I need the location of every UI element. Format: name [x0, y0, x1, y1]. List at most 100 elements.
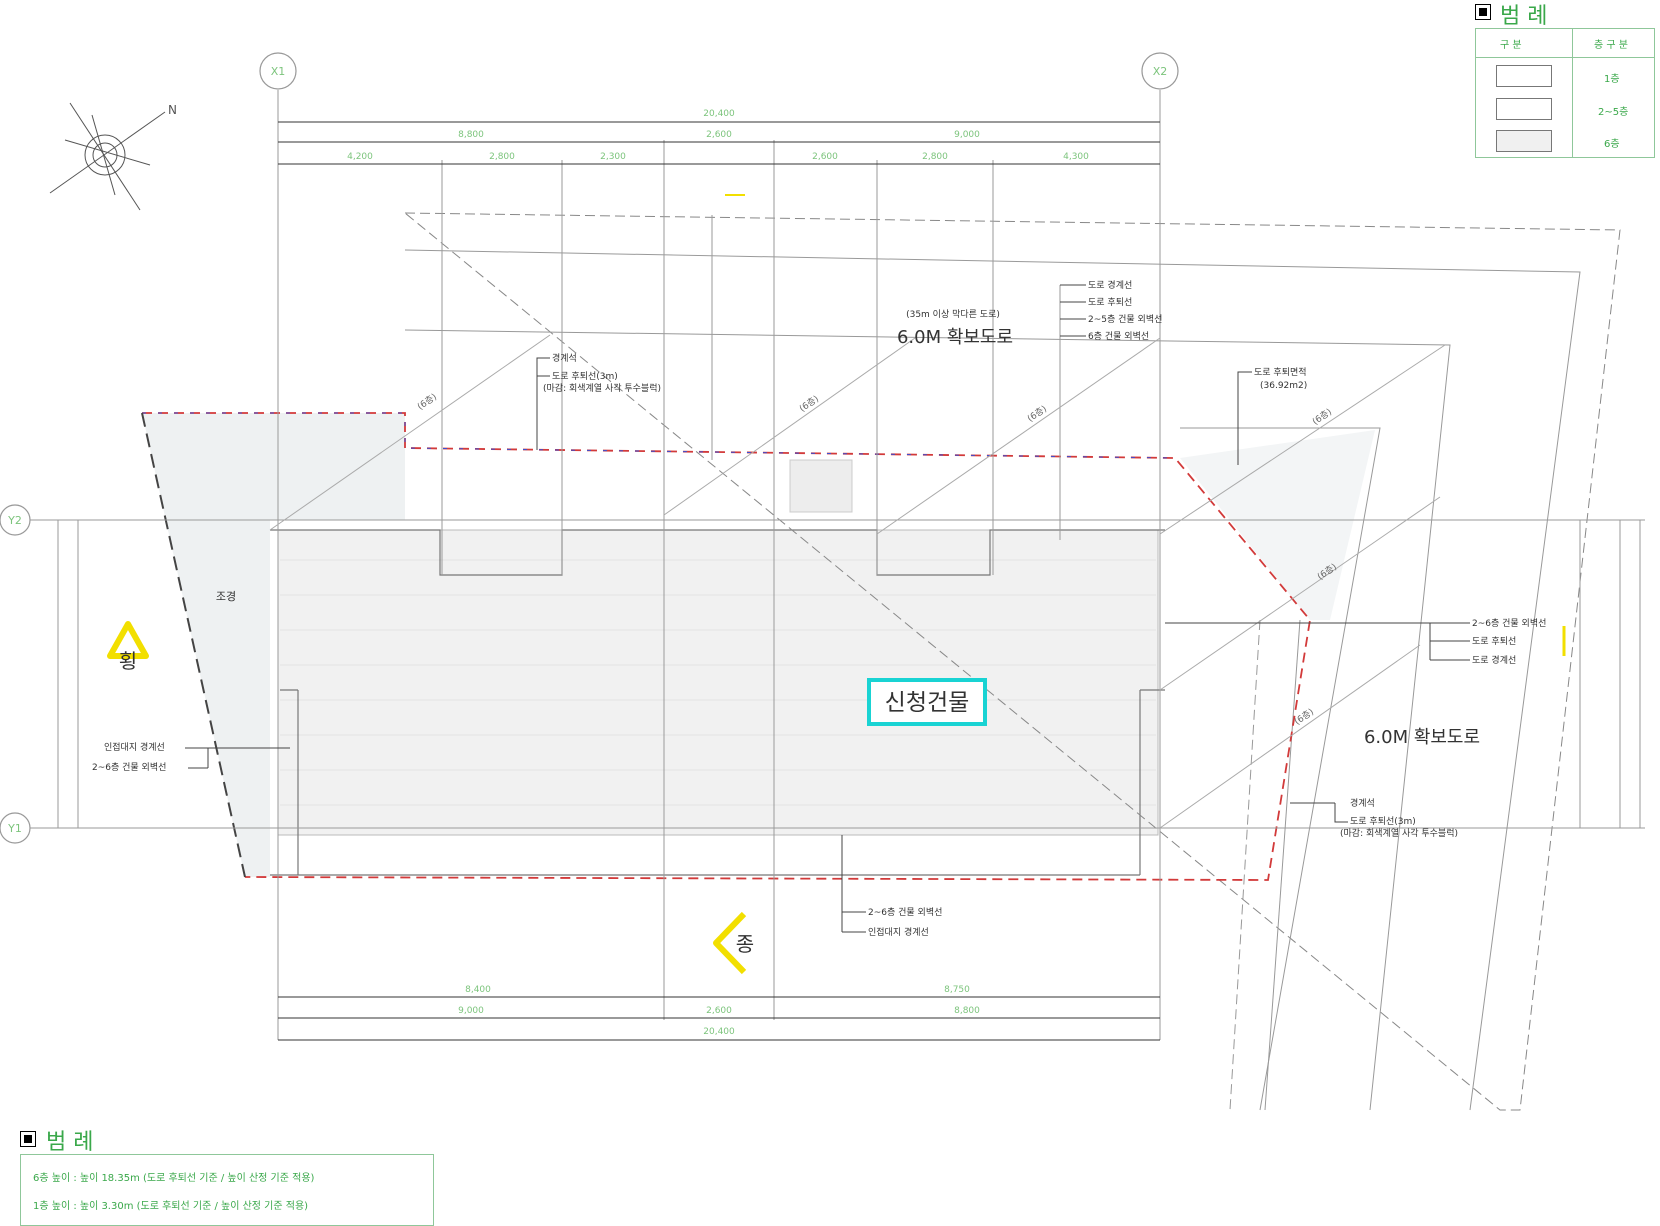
top-note-wall-2-5: 2~5층 건물 외벽선	[1088, 313, 1162, 325]
legend-bottom-line-2: 1층 높이 : 높이 3.30m (도로 후퇴선 기준 / 높이 산정 기준 적…	[33, 1201, 309, 1212]
road-upper-note: (35m 이상 막다른 도로)	[906, 309, 1000, 320]
dim-top-total: 20,400	[703, 109, 735, 119]
legend-top-col2: 층 구 분	[1594, 40, 1628, 51]
right-setback-note: 도로 후퇴선(3m)	[1350, 816, 1416, 827]
left-wall-note: 2~6층 건물 외벽선	[92, 761, 166, 773]
upper-setback-finish: (마감: 회색계열 사각 투수블럭)	[543, 382, 661, 394]
road-line-3	[1180, 427, 1381, 1111]
legend-top-row-2: 2~5층	[1598, 107, 1629, 118]
right-note-wall: 2~6층 건물 외벽선	[1472, 617, 1546, 629]
bottom-wall-note: 2~6층 건물 외벽선	[868, 906, 942, 918]
floor-tag-4: (6층)	[1310, 406, 1334, 427]
left-note-leaders	[185, 747, 290, 769]
right-boundary-note: 경계석	[1350, 797, 1375, 809]
legend-bottom-line-1: 6층 높이 : 높이 18.35m (도로 후퇴선 기준 / 높이 산정 기준 …	[33, 1173, 315, 1184]
horizontal-axis-marker: 횡	[107, 621, 149, 673]
building-outline	[270, 529, 1165, 876]
legend-bottom-table: 6층 높이 : 높이 18.35m (도로 후퇴선 기준 / 높이 산정 기준 …	[20, 1154, 434, 1226]
legend-top-row-3: 6층	[1604, 139, 1620, 150]
grid-bubble-y2	[0, 504, 31, 536]
legend-top-square-icon	[1475, 4, 1491, 20]
setback-area	[1180, 430, 1375, 620]
top-dimensions: 20,400 8,800 2,600 9,000 4,200 2,800 2,3…	[347, 109, 1089, 162]
dim-bottom-inner-1: 8,400	[465, 985, 491, 995]
legend-top-title: 범 례	[1500, 4, 1548, 29]
legend-top-swatch-1	[1496, 65, 1552, 87]
top-note-wall-6: 6층 건물 외벽선	[1088, 330, 1149, 342]
grid-bubbles	[0, 52, 1179, 844]
dim-top-sub-1: 4,200	[347, 152, 373, 162]
dim-bottom-seg-1: 9,000	[458, 1006, 484, 1016]
upper-boundary-note: 경계석	[552, 352, 577, 364]
road-inner-line	[404, 249, 1581, 1111]
setback-area-label: 도로 후퇴면적	[1254, 366, 1307, 378]
right-note-setback: 도로 후퇴선	[1472, 636, 1516, 647]
legend-top-row-1: 1층	[1604, 74, 1620, 85]
road-upper-label: 6.0M 확보도로	[897, 327, 1013, 348]
legend-top-table: 구 분 층 구 분 1층 2~5층 6층	[1475, 28, 1655, 158]
dim-bottom-inner-2: 8,750	[944, 985, 970, 995]
left-boundary-note: 인접대지 경계선	[104, 741, 165, 753]
core-block	[789, 459, 853, 513]
main-building-label: 신청건물	[885, 690, 970, 716]
grid-bubble-y1	[0, 812, 31, 844]
grid-bubble-x1	[259, 52, 297, 90]
upper-note-leaders	[536, 357, 550, 450]
building-hatch	[280, 559, 1156, 806]
dimension-lines	[278, 121, 1160, 1041]
right-road-line-a	[1229, 619, 1261, 1111]
top-note-road-boundary: 도로 경계선	[1088, 279, 1132, 291]
dim-top-seg-1: 8,800	[458, 130, 484, 140]
main-building-highlight	[867, 678, 987, 726]
right-road-line-b	[1264, 619, 1301, 1111]
dim-top-sub-6: 4,300	[1063, 152, 1089, 162]
building-footprint	[277, 529, 1159, 836]
setback-area-value: (36.92m2)	[1260, 381, 1307, 391]
floor-tag-2: (6층)	[797, 393, 821, 414]
vertical-axis-marker: 종	[713, 911, 754, 975]
site-boundary-left	[141, 412, 246, 878]
top-note-road-setback: 도로 후퇴선	[1088, 297, 1132, 308]
right-note-boundary: 도로 경계선	[1472, 654, 1516, 666]
bottom-dimensions: 8,400 8,750 9,000 2,600 8,800 20,400	[458, 985, 980, 1037]
legend-bottom-title: 범 례	[46, 1130, 94, 1155]
right-note-leaders	[1165, 622, 1470, 823]
dim-top-sub-4: 2,600	[812, 152, 838, 162]
grid-label-y2: Y2	[7, 514, 22, 527]
dim-top-seg-2: 2,600	[706, 130, 732, 140]
north-arrow-icon: N	[49, 102, 177, 211]
bottom-note-leaders	[841, 835, 866, 933]
bottom-boundary-note: 인접대지 경계선	[868, 926, 929, 938]
legend-top-swatch-2	[1496, 98, 1552, 120]
dim-top-seg-3: 9,000	[954, 130, 980, 140]
setback-area-leader	[1237, 371, 1252, 465]
grid-label-x1: X1	[271, 65, 286, 78]
vertical-axis-label: 종	[736, 932, 754, 956]
dim-top-sub-2: 2,800	[489, 152, 515, 162]
dim-bottom-seg-2: 2,600	[706, 1006, 732, 1016]
floor-diagonals	[269, 334, 1446, 829]
grid-bubble-x2	[1141, 52, 1179, 90]
floor-tag-1: (6층)	[415, 391, 439, 412]
grid-lines	[25, 90, 1645, 1040]
legend-bottom-square-icon	[20, 1131, 36, 1147]
road-right-label: 6.0M 확보도로	[1364, 727, 1480, 748]
dim-bottom-total: 20,400	[703, 1027, 735, 1037]
dim-top-sub-3: 2,300	[600, 152, 626, 162]
grid-label-x2: X2	[1153, 65, 1168, 78]
right-setback-finish: (마감: 회색계열 사각 투수블럭)	[1340, 827, 1458, 839]
legend-top-swatch-3	[1496, 130, 1552, 152]
site-boundary-overlay	[142, 412, 1176, 459]
landscape-area	[142, 413, 405, 877]
svg-text:N: N	[168, 103, 177, 117]
road-dashed-outline	[403, 212, 1621, 1111]
upper-setback-note: 도로 후퇴선(3m)	[552, 371, 618, 382]
road-setback-line	[404, 329, 1451, 1111]
dim-top-sub-5: 2,800	[922, 152, 948, 162]
legend-top-col1: 구 분	[1500, 40, 1522, 51]
top-note-leaders	[1060, 284, 1086, 337]
horizontal-axis-label: 횡	[119, 649, 137, 673]
grid-label-y1: Y1	[7, 822, 22, 835]
floor-tag-3: (6층)	[1025, 403, 1049, 424]
